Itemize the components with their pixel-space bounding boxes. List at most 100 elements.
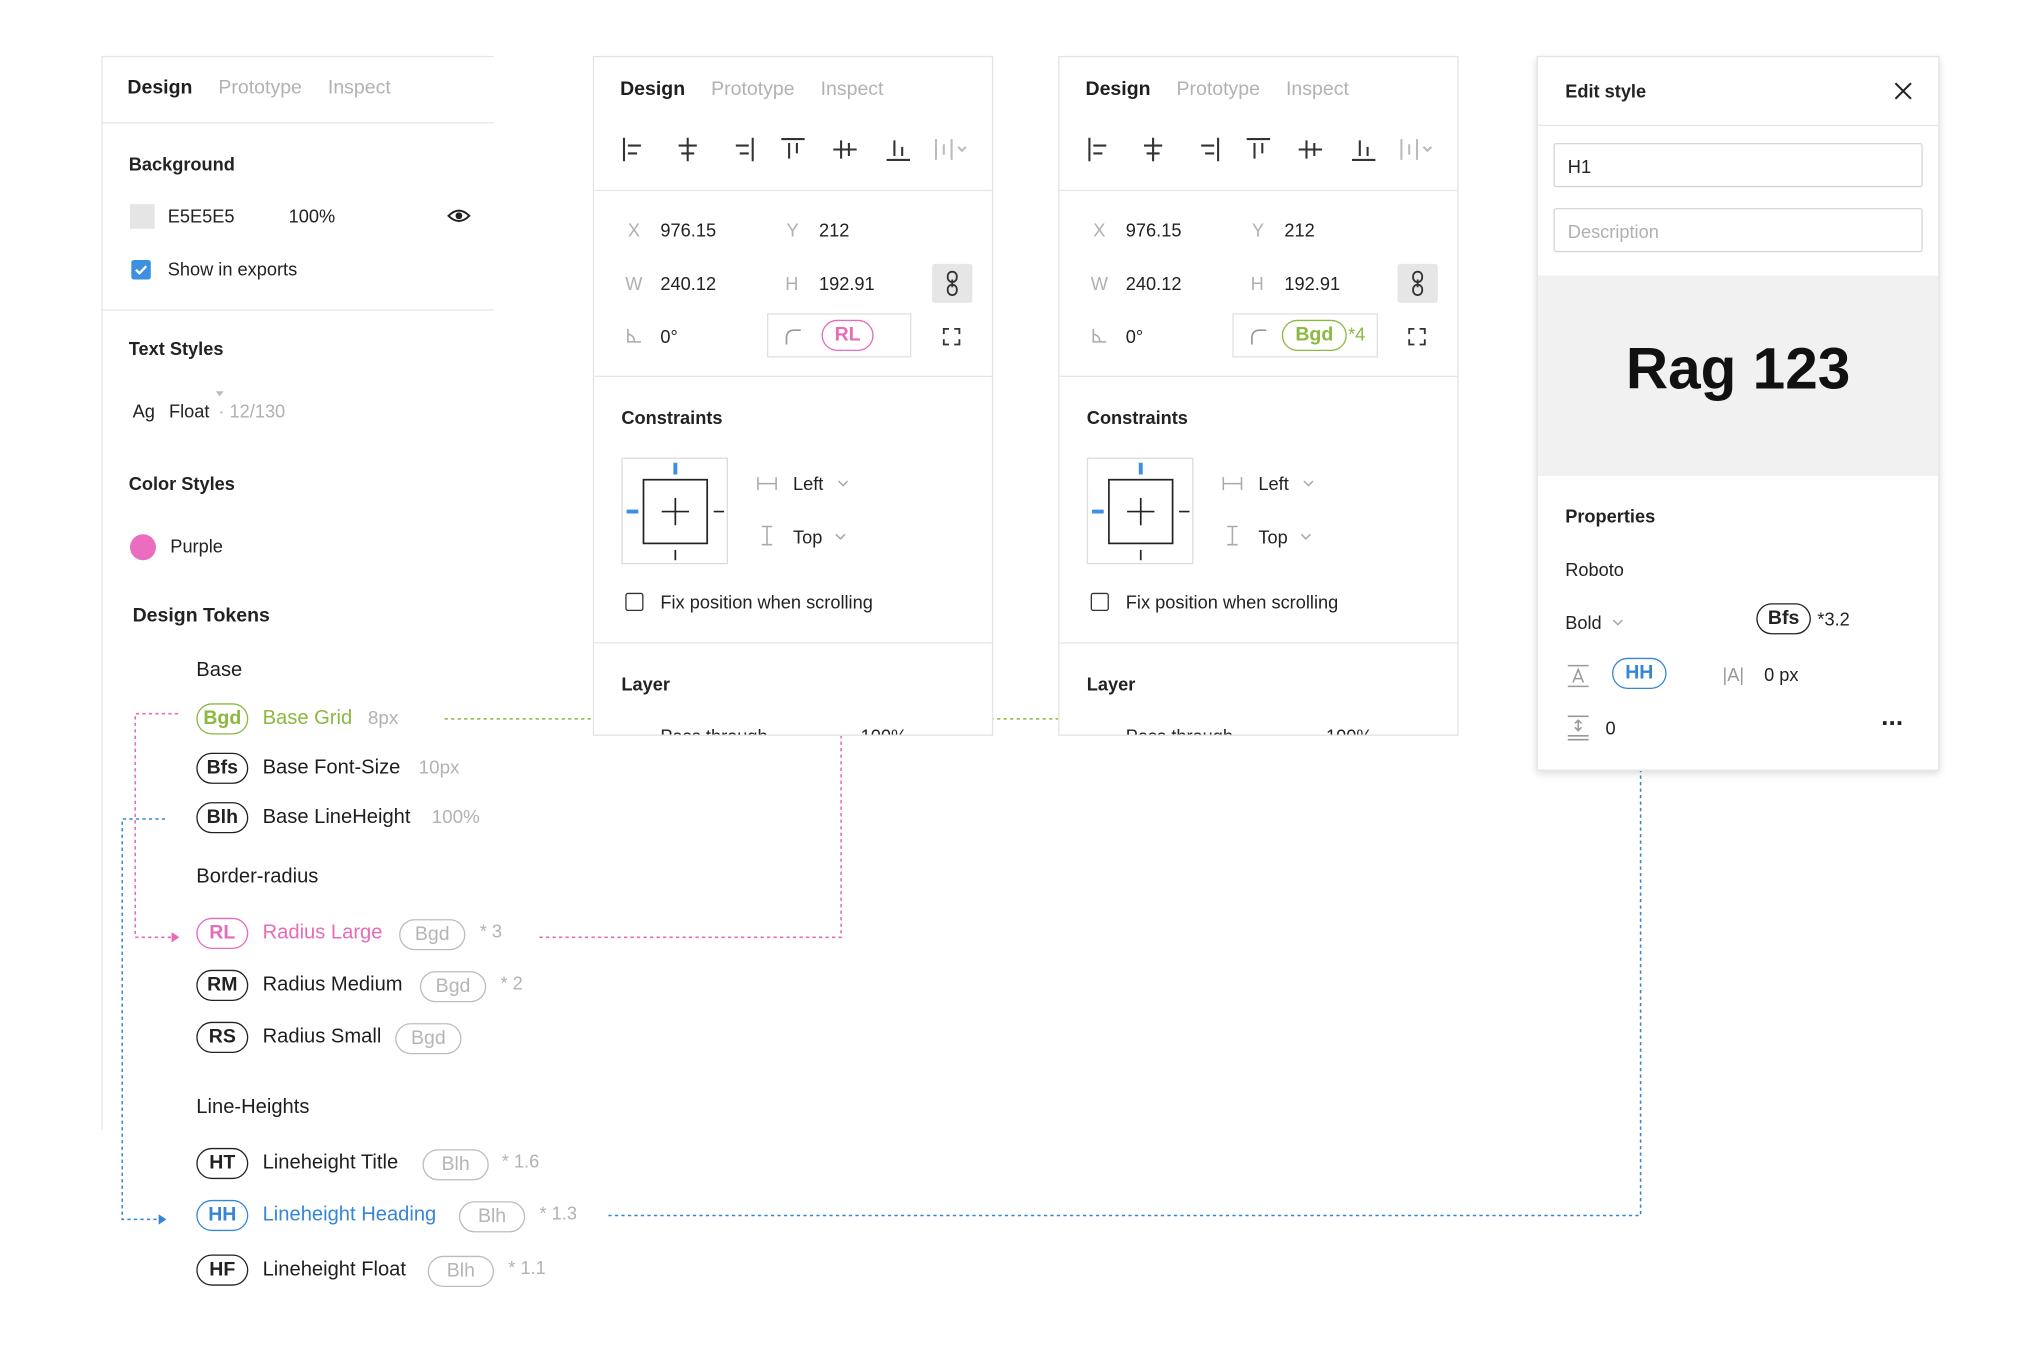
align-vertical-center-icon[interactable] bbox=[833, 140, 857, 159]
tab-inspect[interactable]: Inspect bbox=[820, 78, 884, 101]
h-label: H bbox=[1250, 273, 1264, 294]
token-row-rs[interactable]: RS Radius Small Bgd bbox=[196, 1021, 482, 1056]
fix-position-checkbox[interactable] bbox=[625, 592, 644, 611]
background-swatch[interactable] bbox=[130, 204, 155, 229]
tab-inspect[interactable]: Inspect bbox=[1286, 78, 1349, 101]
text-style-item-float[interactable]: Ag Float · 12/130 bbox=[133, 399, 393, 425]
fix-position-label: Fix position when scrolling bbox=[1125, 591, 1339, 613]
y-input[interactable]: 212 bbox=[819, 219, 850, 241]
background-section-title: Background bbox=[128, 153, 235, 175]
constraint-horizontal-select[interactable]: Left bbox=[1258, 473, 1289, 494]
align-top-icon[interactable] bbox=[1246, 138, 1271, 159]
layer-blend-select[interactable]: Pass through bbox=[660, 725, 768, 736]
align-right-icon[interactable] bbox=[735, 137, 754, 162]
show-in-exports-checkbox[interactable] bbox=[131, 260, 151, 280]
tab-prototype[interactable]: Prototype bbox=[218, 76, 302, 99]
token-pill-hf: HF bbox=[196, 1254, 249, 1286]
constraint-vertical-select[interactable]: Top bbox=[793, 526, 823, 548]
align-top-icon[interactable] bbox=[781, 138, 805, 159]
align-horizontal-center-icon[interactable] bbox=[678, 137, 697, 162]
background-hex-input[interactable]: E5E5E5 bbox=[167, 205, 235, 227]
close-icon[interactable] bbox=[1893, 81, 1914, 102]
x-input[interactable]: 976.15 bbox=[1125, 219, 1182, 241]
token-row-bgd[interactable]: Bgd Base Grid 8px bbox=[196, 703, 456, 737]
tab-prototype[interactable]: Prototype bbox=[1176, 78, 1261, 101]
horizontal-constraint-icon bbox=[757, 477, 777, 491]
token-ref-pill: Blh bbox=[427, 1255, 494, 1287]
h-input[interactable]: 192.91 bbox=[1284, 273, 1341, 294]
constrain-proportions-button[interactable] bbox=[1397, 263, 1438, 303]
fix-position-checkbox[interactable] bbox=[1090, 592, 1109, 611]
tab-design[interactable]: Design bbox=[620, 78, 686, 101]
constraint-widget[interactable] bbox=[1086, 457, 1194, 565]
token-row-blh[interactable]: Blh Base LineHeight 100% bbox=[196, 802, 495, 836]
corner-radius-field[interactable]: Bgd *4 bbox=[1232, 313, 1378, 358]
token-group-border-radius: Border-radius bbox=[196, 865, 319, 888]
y-input[interactable]: 212 bbox=[1284, 219, 1315, 241]
token-row-rm[interactable]: RM Radius Medium Bgd * 2 bbox=[196, 969, 534, 1004]
token-multiplier: * 1.6 bbox=[501, 1150, 540, 1172]
x-input[interactable]: 976.15 bbox=[660, 219, 717, 241]
align-horizontal-center-icon[interactable] bbox=[1143, 137, 1163, 162]
resize-icon[interactable] bbox=[942, 327, 961, 346]
line-height-icon bbox=[1565, 664, 1591, 688]
token-row-rl[interactable]: RL Radius Large Bgd * 3 bbox=[196, 917, 521, 952]
layer-opacity-input[interactable]: 100% bbox=[1326, 725, 1373, 736]
chevron-down-icon[interactable] bbox=[835, 533, 847, 541]
font-size-token-pill[interactable]: Bfs bbox=[1756, 603, 1811, 635]
eye-icon[interactable] bbox=[447, 207, 471, 225]
w-input[interactable]: 240.12 bbox=[1125, 273, 1182, 294]
color-styles-title: Color Styles bbox=[128, 473, 235, 494]
corner-radius-field[interactable]: RL bbox=[767, 313, 912, 358]
token-row-hh[interactable]: HH Lineheight Heading Blh * 1.3 bbox=[196, 1199, 599, 1234]
chevron-down-icon[interactable] bbox=[1300, 533, 1312, 541]
align-left-icon[interactable] bbox=[1088, 137, 1107, 162]
distribute-icon[interactable] bbox=[934, 139, 967, 160]
layer-opacity-input[interactable]: 100% bbox=[860, 725, 908, 736]
constraint-horizontal-select[interactable]: Left bbox=[793, 473, 824, 494]
token-ref-pill: Blh bbox=[422, 1149, 489, 1181]
tab-inspect[interactable]: Inspect bbox=[327, 76, 391, 99]
font-family-select[interactable]: Roboto bbox=[1565, 559, 1624, 580]
more-options-icon[interactable]: ··· bbox=[1881, 709, 1904, 739]
chevron-down-icon[interactable] bbox=[1303, 480, 1315, 488]
token-row-hf[interactable]: HF Lineheight Float Blh * 1.1 bbox=[196, 1254, 560, 1289]
align-bottom-icon[interactable] bbox=[1351, 140, 1376, 161]
font-weight-select[interactable]: Bold bbox=[1565, 612, 1602, 634]
tab-prototype[interactable]: Prototype bbox=[711, 78, 795, 101]
constrain-proportions-button[interactable] bbox=[932, 263, 973, 303]
paragraph-spacing-input[interactable]: 0 bbox=[1605, 717, 1616, 739]
h-input[interactable]: 192.91 bbox=[819, 273, 875, 294]
align-right-icon[interactable] bbox=[1201, 137, 1220, 162]
token-pill-rm: RM bbox=[196, 969, 249, 1001]
align-bottom-icon[interactable] bbox=[886, 140, 910, 161]
chevron-down-icon[interactable] bbox=[1612, 619, 1624, 627]
align-vertical-center-icon[interactable] bbox=[1298, 140, 1323, 159]
chevron-down-icon[interactable] bbox=[837, 480, 849, 488]
token-multiplier: * 1.1 bbox=[508, 1257, 546, 1278]
token-row-bfs[interactable]: Bfs Base Font-Size 10px bbox=[196, 752, 495, 787]
layer-blend-select[interactable]: Pass through bbox=[1125, 725, 1234, 736]
token-group-base: Base bbox=[196, 659, 243, 682]
token-row-ht[interactable]: HT Lineheight Title Blh * 1.6 bbox=[196, 1147, 560, 1182]
rotation-input[interactable]: 0° bbox=[1125, 326, 1144, 348]
line-height-token-pill[interactable]: HH bbox=[1612, 657, 1667, 689]
token-pill-bfs: Bfs bbox=[196, 752, 249, 784]
tab-design[interactable]: Design bbox=[1085, 78, 1151, 101]
color-style-item-purple[interactable]: Purple bbox=[130, 533, 286, 562]
distribute-icon[interactable] bbox=[1400, 139, 1433, 160]
constraint-vertical-select[interactable]: Top bbox=[1258, 526, 1288, 548]
constraint-widget[interactable] bbox=[621, 457, 728, 565]
tab-design[interactable]: Design bbox=[127, 76, 193, 99]
background-opacity-input[interactable]: 100% bbox=[288, 205, 336, 227]
letter-spacing-input[interactable]: 0 px bbox=[1764, 664, 1799, 686]
resize-icon[interactable] bbox=[1408, 327, 1426, 346]
color-style-name: Purple bbox=[170, 535, 223, 557]
rotation-input[interactable]: 0° bbox=[660, 326, 678, 348]
properties-title: Properties bbox=[1565, 505, 1656, 527]
w-input[interactable]: 240.12 bbox=[660, 273, 717, 294]
style-name-input[interactable]: H1 bbox=[1553, 143, 1923, 188]
layer-title: Layer bbox=[1086, 673, 1136, 695]
style-description-input[interactable]: Description bbox=[1553, 208, 1923, 253]
align-left-icon[interactable] bbox=[622, 137, 641, 162]
